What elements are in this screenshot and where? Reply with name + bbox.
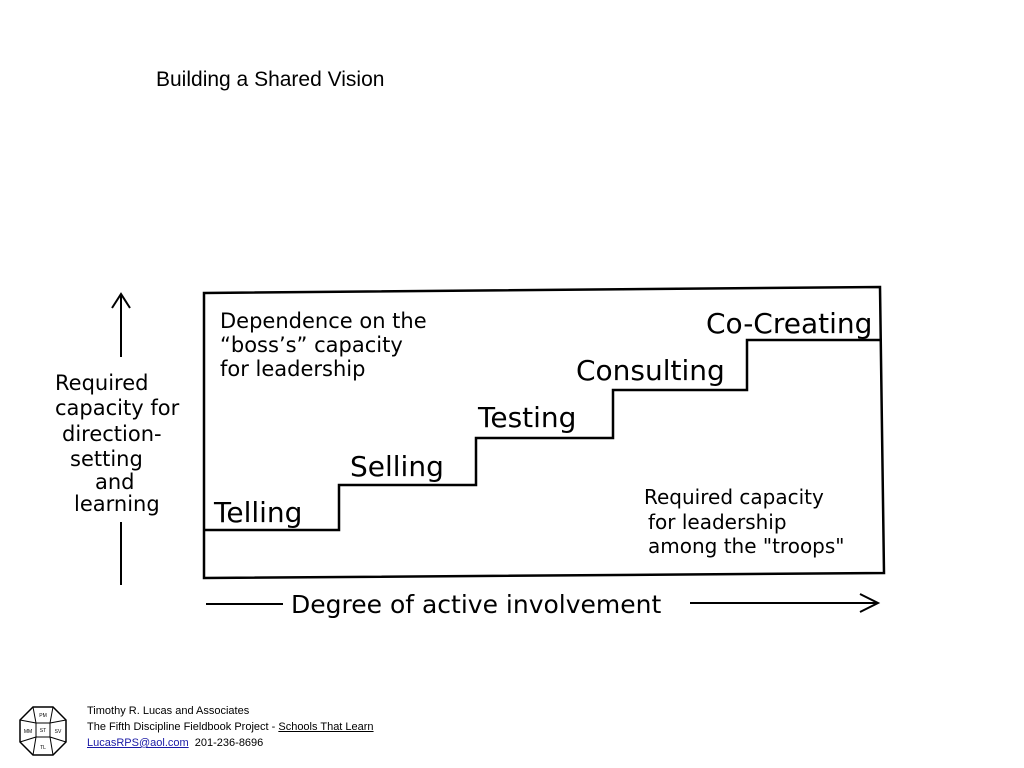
bottom-right-note: Required capacity for leadership among t… [644,485,845,558]
diagram-frame [202,285,886,580]
page-title: Building a Shared Vision [156,68,385,91]
vertical-axis [111,292,131,585]
up-arrow-icon [111,292,131,309]
left-axis-label-line: setting [70,447,143,471]
step-label: Telling [213,496,302,529]
phone-number: 201-236-8696 [194,737,264,749]
logo-label: PM [39,713,47,719]
top-left-note-line: Dependence on the [220,309,427,333]
footer-contact: LucasRPS@aol.com 201-236-8696 [87,735,374,751]
left-axis-label-line: Required [55,371,148,395]
step-label: Selling [350,450,444,483]
footer-company: Timothy R. Lucas and Associates [87,705,250,717]
logo-label: SV [55,729,62,735]
top-left-note-line: “boss’s” capacity [220,333,403,357]
step-label: Testing [477,401,576,434]
step-label: Co-Creating [706,307,872,340]
bottom-right-note-line: among the "troops" [648,534,845,558]
left-axis-label-line: learning [74,492,160,516]
logo-label: ST [40,728,46,734]
left-axis-label-line: capacity for [55,396,180,420]
email-link[interactable]: LucasRPS@aol.com [87,737,189,749]
footer-project-prefix: The Fifth Discipline Fieldbook Project - [87,721,279,733]
horizontal-axis [206,593,881,613]
step-label: Consulting [576,354,725,387]
left-axis-label: Required capacity for direction- setting… [55,371,180,516]
logo-label: TL [40,745,46,751]
bottom-right-note-line: Required capacity [644,485,824,509]
top-left-note-line: for leadership [220,357,365,381]
horizontal-axis-label: Degree of active involvement [291,590,661,619]
octagon-logo-icon: PM MM ST SV TL [19,706,67,756]
staircase-line [205,338,882,532]
top-left-note: Dependence on the “boss’s” capacity for … [220,309,427,381]
footer-project: The Fifth Discipline Fieldbook Project -… [87,719,374,735]
left-axis-label-line: direction- [62,422,162,446]
right-arrow-icon [859,593,881,613]
bottom-right-note-line: for leadership [648,510,787,534]
left-axis-label-line: and [95,470,135,494]
schools-that-learn-link[interactable]: Schools That Learn [278,721,374,733]
logo-label: MM [24,729,32,735]
step-labels: Telling Selling Testing Consulting Co-Cr… [213,307,872,529]
footer: Timothy R. Lucas and Associates The Fift… [87,703,374,751]
